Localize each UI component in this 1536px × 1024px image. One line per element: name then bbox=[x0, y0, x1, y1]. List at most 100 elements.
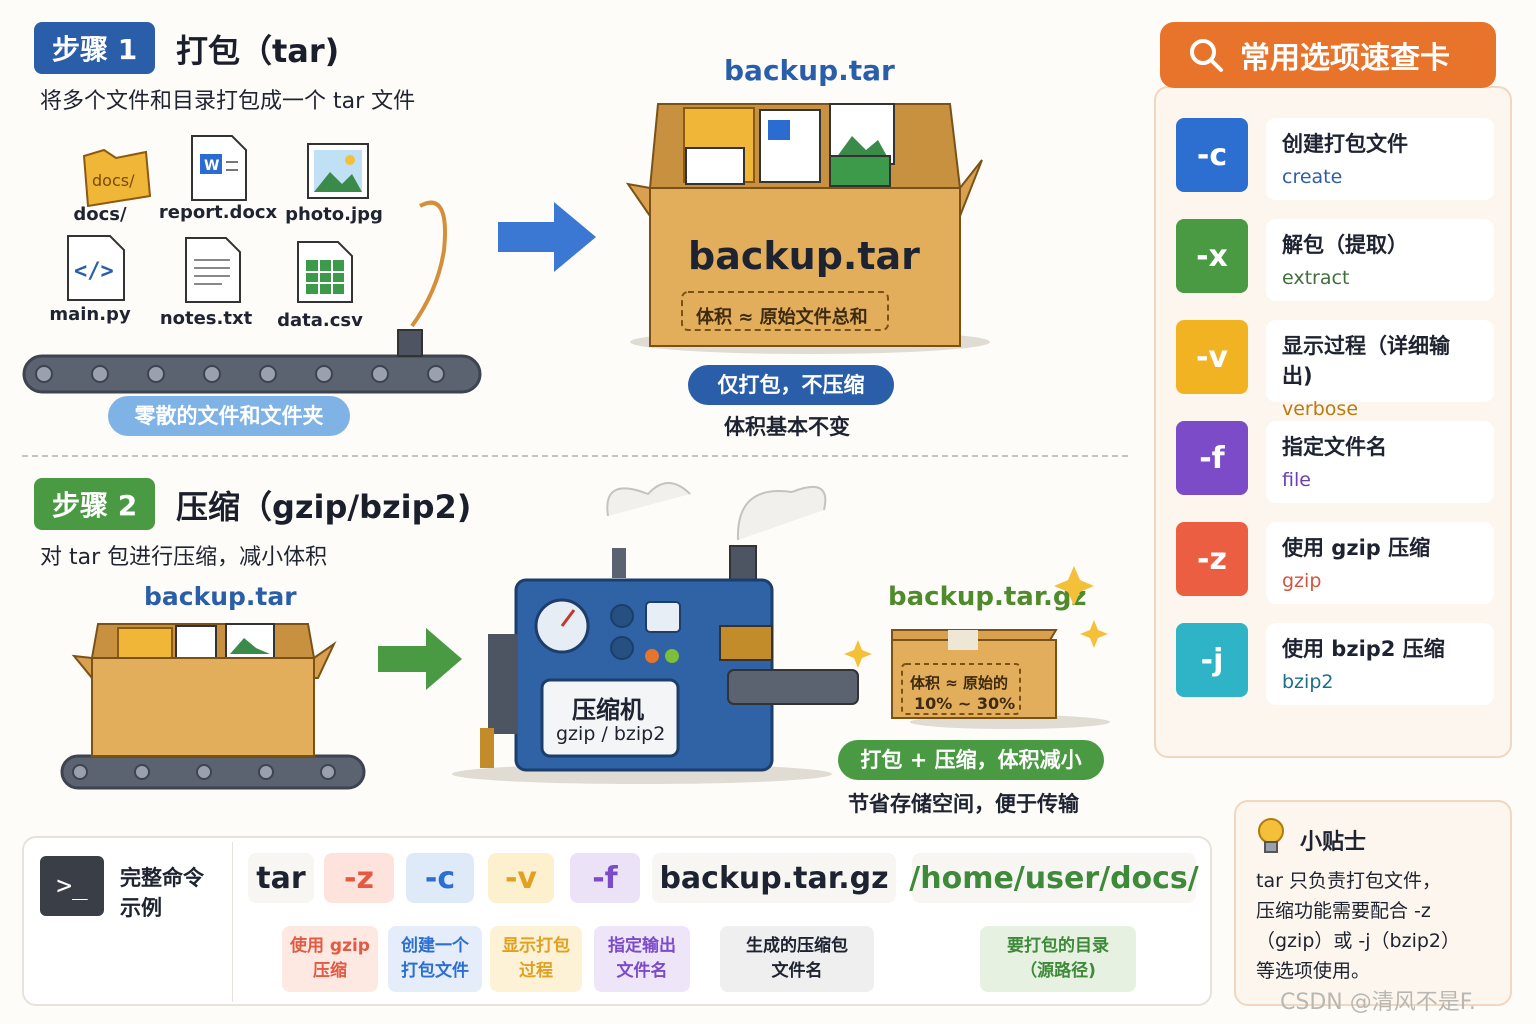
option-key: -f bbox=[1176, 421, 1248, 495]
command-note-line: 过程 bbox=[519, 961, 553, 981]
svg-text:W: W bbox=[204, 158, 219, 174]
file-label-docs: docs/ bbox=[73, 204, 127, 225]
option-en: create bbox=[1282, 166, 1343, 188]
option-name: 解包（提取） bbox=[1282, 233, 1408, 257]
step1-pill: 仅打包，不压缩 bbox=[688, 365, 894, 405]
step1-archive-name: backup.tar bbox=[724, 54, 895, 87]
command-note-line: 要打包的目录 bbox=[1007, 935, 1109, 956]
file-label-notes: notes.txt bbox=[159, 308, 253, 329]
machine-sub: gzip / bzip2 bbox=[556, 723, 666, 745]
command-note: 显示打包过程 bbox=[490, 926, 582, 992]
command-note-line: 显示打包 bbox=[502, 935, 570, 956]
archive-box-illustration bbox=[625, 103, 990, 354]
compressed-box-illustration bbox=[844, 566, 1110, 729]
file-label-data: data.csv bbox=[277, 310, 363, 331]
command-note-line: 文件名 bbox=[771, 961, 823, 981]
command-token: -c bbox=[406, 853, 474, 903]
option-row: -j 使用 bzip2 压缩 bzip2 bbox=[1176, 623, 1494, 705]
tip-line: （gzip）或 -j（bzip2） bbox=[1256, 930, 1461, 952]
step2-output-name: backup.tar.gz bbox=[888, 582, 1087, 612]
option-row: -f 指定文件名 file bbox=[1176, 421, 1494, 503]
option-en: file bbox=[1282, 469, 1311, 491]
command-note-line: 生成的压缩包 bbox=[746, 935, 848, 956]
tip-body: tar 只负责打包文件， 压缩功能需要配合 -z （gzip）或 -j（bzip… bbox=[1256, 866, 1460, 986]
tip-line: 压缩功能需要配合 -z bbox=[1256, 900, 1431, 922]
compressor-machine-illustration bbox=[452, 482, 859, 784]
cheatsheet-header: 常用选项速查卡 bbox=[1160, 22, 1496, 88]
option-key: -z bbox=[1176, 522, 1248, 596]
scattered-files-pill: 零散的文件和文件夹 bbox=[108, 396, 350, 436]
tip-line: tar 只负责打包文件， bbox=[1256, 870, 1441, 892]
option-row: -x 解包（提取） extract bbox=[1176, 219, 1494, 301]
step1-pill-sub: 体积基本不变 bbox=[724, 415, 850, 439]
compressed-box-note-1: 体积 ≈ 原始的 bbox=[910, 674, 1009, 692]
tip-title: 小贴士 bbox=[1300, 830, 1367, 855]
option-desc-box: 指定文件名 file bbox=[1266, 421, 1494, 503]
photo-icon bbox=[307, 143, 369, 199]
option-desc-box: 使用 bzip2 压缩 bzip2 bbox=[1266, 623, 1494, 705]
scattered-files-illustration: docs/ W </> bbox=[22, 135, 482, 394]
command-token: backup.tar.gz bbox=[652, 853, 896, 903]
step2-title: 压缩（gzip/bzip2) bbox=[176, 488, 472, 526]
step2-pill: 打包 + 压缩，体积减小 bbox=[838, 740, 1104, 780]
option-key: -j bbox=[1176, 623, 1248, 697]
command-token: tar bbox=[248, 853, 314, 903]
command-note: 使用 gzip 压缩 bbox=[282, 926, 378, 992]
command-note-line: 创建一个 bbox=[401, 935, 469, 956]
command-note-line: （源路径) bbox=[1020, 961, 1096, 981]
option-name: 使用 bzip2 压缩 bbox=[1282, 637, 1445, 661]
section-divider bbox=[22, 455, 1128, 457]
option-desc-box: 解包（提取） extract bbox=[1266, 219, 1494, 301]
option-en: gzip bbox=[1282, 570, 1322, 592]
step2-pill-sub: 节省存储空间，便于传输 bbox=[848, 792, 1079, 816]
command-note: 要打包的目录 （源路径) bbox=[980, 926, 1136, 992]
lightbulb-icon bbox=[1258, 818, 1284, 853]
arrow-right-icon bbox=[498, 202, 596, 272]
tip-card: 小贴士 tar 只负责打包文件， 压缩功能需要配合 -z （gzip）或 -j（… bbox=[1234, 800, 1512, 1006]
command-label-1: 完整命令 bbox=[120, 866, 204, 890]
command-note-line: 打包文件 bbox=[401, 961, 469, 981]
option-desc-box: 使用 gzip 压缩 gzip bbox=[1266, 522, 1494, 604]
command-token: -f bbox=[570, 853, 640, 903]
machine-name: 压缩机 bbox=[572, 696, 644, 724]
word-doc-icon: W bbox=[191, 135, 247, 201]
option-en: bzip2 bbox=[1282, 671, 1334, 693]
spreadsheet-icon bbox=[297, 241, 353, 303]
command-note: 指定输出文件名 bbox=[594, 926, 690, 992]
folder-icon: docs/ bbox=[82, 148, 152, 208]
option-name: 指定文件名 bbox=[1282, 435, 1387, 459]
file-label-photo: photo.jpg bbox=[285, 204, 383, 225]
terminal-icon: >_ bbox=[40, 856, 104, 916]
command-note: 生成的压缩包文件名 bbox=[720, 926, 874, 992]
option-en: extract bbox=[1282, 267, 1350, 289]
option-desc-box: 显示过程（详细输出) verbose bbox=[1266, 320, 1494, 420]
command-token: -v bbox=[488, 853, 554, 903]
command-label-2: 示例 bbox=[120, 896, 162, 920]
option-en: verbose bbox=[1282, 398, 1359, 420]
svg-text:</>: </> bbox=[74, 259, 114, 284]
step1-desc: 将多个文件和目录打包成一个 tar 文件 bbox=[40, 89, 416, 114]
command-note-line: 压缩 bbox=[312, 961, 347, 981]
option-key: -x bbox=[1176, 219, 1248, 293]
search-icon bbox=[1190, 39, 1223, 72]
watermark: CSDN @清风不是F. bbox=[1280, 990, 1476, 1015]
command-note-line: 使用 gzip bbox=[290, 935, 370, 956]
step1-badge: 步骤 1 bbox=[34, 22, 156, 74]
conveyor-belt bbox=[22, 354, 482, 394]
option-key: -c bbox=[1176, 118, 1248, 192]
option-name: 使用 gzip 压缩 bbox=[1282, 536, 1431, 560]
svg-text:docs/: docs/ bbox=[92, 171, 135, 190]
input-box-illustration bbox=[60, 623, 366, 790]
cheatsheet-title: 常用选项速查卡 bbox=[1240, 41, 1450, 76]
option-name: 显示过程（详细输出) bbox=[1282, 334, 1450, 388]
command-token: /home/user/docs/ bbox=[909, 853, 1199, 903]
step2-desc: 对 tar 包进行压缩，减小体积 bbox=[40, 545, 328, 570]
command-note: 创建一个打包文件 bbox=[388, 926, 482, 992]
option-row: -z 使用 gzip 压缩 gzip bbox=[1176, 522, 1494, 604]
step2-badge: 步骤 2 bbox=[34, 478, 156, 530]
text-file-icon bbox=[185, 237, 241, 303]
arrow-right-green-icon bbox=[378, 628, 462, 690]
